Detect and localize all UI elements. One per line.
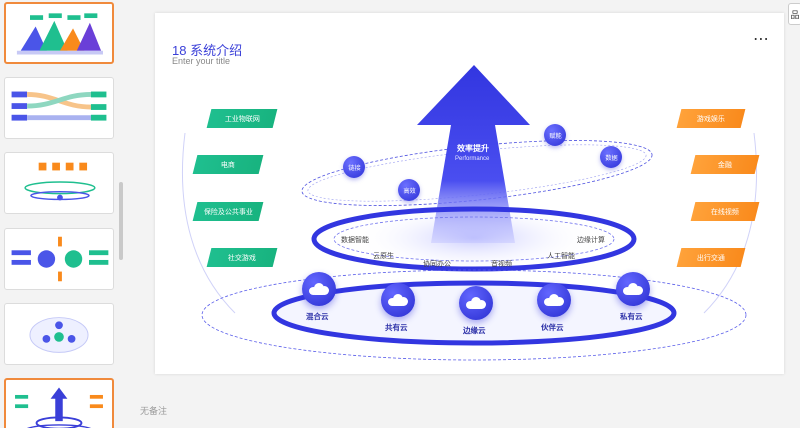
private-cloud-button[interactable] bbox=[616, 272, 650, 306]
side-panel-tab[interactable]: 品 bbox=[788, 3, 800, 25]
notes-placeholder[interactable]: 无备注 bbox=[140, 406, 168, 416]
ring-label-audio-video: 音视频 bbox=[491, 261, 512, 268]
more-options-icon[interactable]: ⋯ bbox=[753, 31, 770, 48]
bubble-empower: 赋能 bbox=[544, 124, 566, 146]
edge-cloud-button[interactable] bbox=[459, 286, 493, 320]
ring-label-data-intelligence: 数据智能 bbox=[341, 237, 369, 244]
tag-left-3: 保险及公共事业 bbox=[192, 202, 264, 221]
tag-left-4: 社交游戏 bbox=[206, 248, 278, 267]
slide-thumbnail-panel bbox=[0, 0, 126, 428]
slide-graphics bbox=[182, 65, 757, 361]
tag-right-3: 在线视频 bbox=[690, 202, 760, 221]
public-cloud-label: 共有云 bbox=[385, 323, 408, 332]
tag-right-1: 游戏娱乐 bbox=[676, 109, 746, 128]
public-cloud-button[interactable] bbox=[381, 283, 415, 317]
slide-thumbnail-6[interactable] bbox=[4, 378, 114, 428]
slide-thumbnail-1[interactable] bbox=[4, 2, 114, 64]
private-cloud-label: 私有云 bbox=[620, 312, 643, 321]
thumbnail-preview bbox=[29, 317, 89, 353]
ring-label-ai: 人工智能 bbox=[547, 253, 575, 260]
cloud-icon bbox=[466, 297, 486, 309]
thumbnail-scrollbar[interactable] bbox=[119, 182, 123, 260]
cloud-icon bbox=[388, 294, 408, 306]
slide-canvas[interactable]: 18 系统介绍 Enter your title ⋯ 工业物联网 电商 保险及公… bbox=[155, 13, 784, 374]
cloud-icon bbox=[544, 294, 564, 306]
tag-left-1: 工业物联网 bbox=[206, 109, 278, 128]
ring-label-cloud-native: 云原生 bbox=[373, 253, 394, 260]
hybrid-cloud-button[interactable] bbox=[302, 272, 336, 306]
thumbnail-preview bbox=[16, 13, 103, 55]
arrow-title: 效率提升 bbox=[457, 144, 489, 153]
thumbnail-preview bbox=[15, 387, 103, 428]
orbit-dashed-inner bbox=[307, 144, 647, 202]
main-ring bbox=[311, 206, 637, 272]
tag-right-2: 金融 bbox=[690, 155, 760, 174]
arrow-subtitle: Performance bbox=[455, 156, 490, 162]
slide-thumbnail-2[interactable] bbox=[4, 77, 114, 139]
thumbnail-preview bbox=[11, 236, 109, 282]
growth-arrow bbox=[417, 65, 530, 243]
slide-thumbnail-4[interactable] bbox=[4, 228, 114, 290]
ring-label-edge-computing: 边缘计算 bbox=[577, 237, 605, 244]
hybrid-cloud-label: 混合云 bbox=[306, 312, 329, 321]
base-ring-dashed bbox=[201, 269, 747, 361]
thumbnail-preview bbox=[24, 162, 96, 201]
slide-title: 18 系统介绍 bbox=[172, 43, 243, 58]
main-ring-inner bbox=[333, 216, 615, 262]
partner-cloud-button[interactable] bbox=[537, 283, 571, 317]
tag-left-2: 电商 bbox=[192, 155, 264, 174]
slide-thumbnail-5[interactable] bbox=[4, 303, 114, 365]
thumbnail-preview bbox=[11, 91, 107, 121]
bubble-data: 数据 bbox=[600, 146, 622, 168]
bubble-efficient: 高效 bbox=[398, 179, 420, 201]
cloud-icon bbox=[309, 283, 329, 295]
edge-cloud-label: 边缘云 bbox=[463, 326, 486, 335]
cloud-icon bbox=[623, 283, 643, 295]
slide-subtitle: Enter your title bbox=[172, 56, 231, 66]
ring-label-collaboration: 协同办公 bbox=[423, 261, 451, 268]
slide-thumbnail-3[interactable] bbox=[4, 152, 114, 214]
outer-arc-left bbox=[182, 132, 236, 314]
bubble-link: 链接 bbox=[343, 156, 365, 178]
tag-right-4: 出行交通 bbox=[676, 248, 746, 267]
partner-cloud-label: 伙伴云 bbox=[541, 323, 564, 332]
